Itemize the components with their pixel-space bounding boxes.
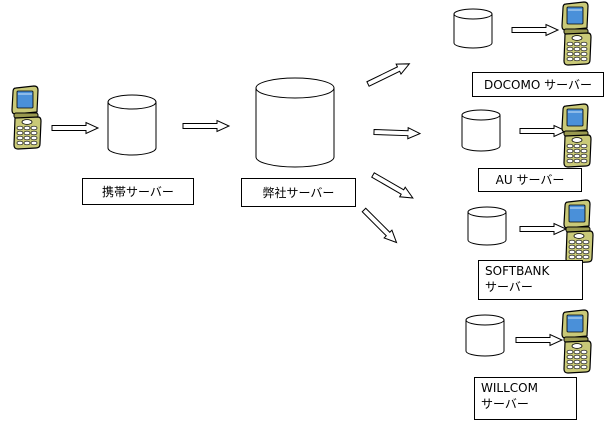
- docomo-server-label: DOCOMO サーバー: [472, 72, 604, 97]
- docomo-server-cylinder-icon: [453, 8, 493, 49]
- arrow-to-softbank-phone-icon: [519, 223, 567, 235]
- mobile-server-label-text: 携帯サーバー: [102, 184, 174, 199]
- willcom-server-cylinder-icon: [465, 314, 505, 357]
- docomo-phone-icon: [561, 1, 592, 66]
- softbank-server-label-line1: SOFTBANK: [485, 264, 550, 278]
- au-server-cylinder-icon: [461, 109, 501, 152]
- softbank-phone-icon: [563, 199, 594, 264]
- softbank-server-label: SOFTBANK サーバー: [478, 260, 583, 300]
- docomo-server-label-text: DOCOMO サーバー: [483, 77, 592, 92]
- arrow-to-softbank-icon: [369, 169, 417, 204]
- arrow-to-willcom-phone-icon: [515, 334, 563, 346]
- company-server-label-text: 弊社サーバー: [262, 185, 335, 200]
- au-server-label: AU サーバー: [478, 168, 582, 192]
- willcom-phone-icon: [561, 309, 592, 374]
- arrow-to-docomo-phone-icon: [511, 24, 559, 36]
- company-server-cylinder-icon: [255, 77, 335, 168]
- willcom-server-label-line2: サーバー: [481, 397, 529, 411]
- au-phone-icon: [561, 103, 592, 168]
- company-server-label: 弊社サーバー: [241, 178, 356, 207]
- softbank-server-cylinder-icon: [467, 206, 507, 246]
- au-server-label-text: AU サーバー: [495, 173, 565, 187]
- arrow-to-au-phone-icon: [519, 125, 567, 137]
- softbank-server-label-line2: サーバー: [485, 280, 533, 294]
- source-phone-icon: [11, 85, 42, 150]
- arrow-to-willcom-icon: [359, 205, 401, 247]
- mobile-server-label: 携帯サーバー: [82, 178, 194, 205]
- arrow-phone-to-mobile-server-icon: [51, 122, 99, 134]
- arrow-mobile-to-company-server-icon: [182, 120, 230, 132]
- willcom-server-label: WILLCOM サーバー: [474, 377, 577, 420]
- mobile-server-cylinder-icon: [107, 94, 157, 156]
- willcom-server-label-line1: WILLCOM: [481, 381, 538, 395]
- arrow-to-docomo-icon: [365, 58, 413, 90]
- arrow-to-au-icon: [373, 126, 421, 140]
